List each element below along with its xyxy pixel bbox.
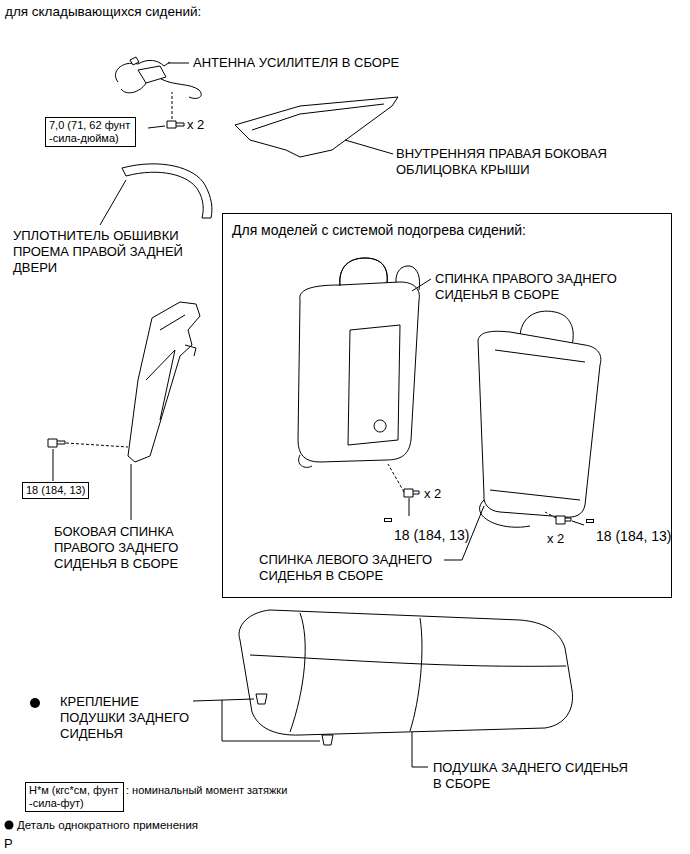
torque-value: 18 (184, 13) xyxy=(26,484,85,497)
door-weatherstrip-part xyxy=(122,164,212,218)
right-seatback-part xyxy=(298,282,419,462)
door-weatherstrip-part xyxy=(100,180,126,225)
seat-cushion xyxy=(239,610,572,767)
cushion-clips-part xyxy=(322,735,333,745)
torque-box: Н*м (кгс*см, фунт -сила-фут): номинальны… xyxy=(25,782,124,812)
torque-value: 7,0 (71, 62 фунт -сила-дюйма) xyxy=(49,119,132,145)
torque-value: 18 (184, 13) xyxy=(596,528,672,545)
roof-side-trim xyxy=(235,97,398,157)
right-seatback-part xyxy=(412,279,431,291)
legend-dot-part xyxy=(5,821,14,830)
cushion-clips-part xyxy=(256,694,267,704)
left-seatback-part xyxy=(545,512,556,518)
roof-side-trim-part xyxy=(345,140,393,154)
cushion-clips-part xyxy=(222,700,320,741)
side-seatback-part xyxy=(53,449,54,481)
quantity-mark: x 2 xyxy=(186,117,205,133)
part-name: СПИНКА ПРАВОГО ЗАДНЕГО СИДЕНЬЯ В СБОРЕ xyxy=(434,271,619,303)
part-name: УПЛОТНИТЕЛЬ ОБШИВКИ ПРОЕМА ПРАВОЙ ЗАДНЕЙ… xyxy=(12,228,185,276)
right-seatback-part xyxy=(374,420,386,432)
bolt xyxy=(148,92,184,128)
right-seatback-part xyxy=(348,325,400,445)
seat-cushion-part xyxy=(239,610,572,735)
right-seatback-part xyxy=(404,489,419,497)
cushion-clips-part xyxy=(30,698,40,708)
region-heading: Для моделей с системой подогрева сидений… xyxy=(232,222,526,239)
diagram-title: для складывающихся сидений: xyxy=(5,3,201,20)
antenna-amplifier xyxy=(115,57,201,98)
part-name: КРЕПЛЕНИЕ ПОДУШКИ ЗАДНЕГО СИДЕНЬЯ xyxy=(59,694,192,742)
antenna-amplifier-part xyxy=(168,63,189,64)
cushion-clips-part xyxy=(193,699,254,701)
bolt-part xyxy=(148,126,165,128)
side-seatback-part xyxy=(128,302,200,462)
side-seatback-part xyxy=(66,443,128,447)
side-seatback-part xyxy=(131,464,132,520)
side-seatback-part xyxy=(185,345,196,356)
left-seatback-part xyxy=(480,500,530,527)
left-seatback-part xyxy=(490,350,585,500)
bolt-part xyxy=(172,92,173,119)
legend-note: : номинальный момент затяжки xyxy=(126,784,287,797)
roof-side-trim-part xyxy=(235,97,398,157)
door-weatherstrip-part xyxy=(122,168,211,218)
side-seatback-part xyxy=(48,439,65,447)
figure-code: P xyxy=(3,836,14,852)
torque-value: 18 (184, 13) xyxy=(394,527,470,544)
part-name: АНТЕННА УСИЛИТЕЛЯ В СБОРЕ xyxy=(192,55,400,71)
left-seatback-part xyxy=(556,516,571,524)
cushion-clips xyxy=(30,694,333,745)
torque-box: 18 (184, 13) xyxy=(22,482,89,499)
left-seatback xyxy=(444,311,601,560)
seat-cushion-part xyxy=(412,732,428,767)
right-seatback-part xyxy=(340,258,387,286)
seat-cushion-part xyxy=(290,613,422,732)
torque-box: 18 (184, 13) xyxy=(586,519,594,523)
left-seatback-part xyxy=(478,331,601,517)
roof-side-trim-part xyxy=(252,104,384,130)
right-seatback xyxy=(298,258,431,516)
legend-text: Деталь однократного применения xyxy=(17,818,198,832)
door-weatherstrip-part xyxy=(126,172,203,218)
antenna-amplifier-part xyxy=(130,57,139,65)
antenna-amplifier-part xyxy=(121,83,146,93)
right-seatback-part xyxy=(340,258,387,286)
antenna-amplifier-part xyxy=(161,79,201,98)
quantity-mark: x 2 xyxy=(546,531,565,547)
seat-cushion-part xyxy=(250,655,566,666)
left-seatback-part xyxy=(572,521,584,525)
torque-box: 7,0 (71, 62 фунт -сила-дюйма) xyxy=(45,117,136,147)
side-seatback-part xyxy=(146,315,185,420)
right-seatback-part xyxy=(409,498,410,516)
part-name: СПИНКА ЛЕВОГО ЗАДНЕГО СИДЕНЬЯ В СБОРЕ xyxy=(258,552,435,584)
bolt-part xyxy=(167,121,184,128)
quantity-mark: x 2 xyxy=(423,486,442,502)
right-seatback-part xyxy=(299,455,312,467)
torque-value: Н*м (кгс*см, фунт -сила-фут) xyxy=(29,784,120,810)
legend-dot xyxy=(5,821,14,830)
part-name: ВНУТРЕННЯЯ ПРАВАЯ БОКОВАЯ ОБЛИЦОВКА КРЫШ… xyxy=(395,146,609,178)
right-seatback-part xyxy=(388,464,404,492)
torque-box: 18 (184, 13) xyxy=(384,518,392,522)
antenna-amplifier-part xyxy=(115,60,170,82)
part-name: ПОДУШКА ЗАДНЕГО СИДЕНЬЯ В СБОРЕ xyxy=(432,760,630,792)
antenna-amplifier-part xyxy=(138,66,166,83)
part-name: БОКОВАЯ СПИНКА ПРАВОГО ЗАДНЕГО СИДЕНЬЯ В… xyxy=(53,524,181,572)
door-weatherstrip xyxy=(100,164,212,225)
